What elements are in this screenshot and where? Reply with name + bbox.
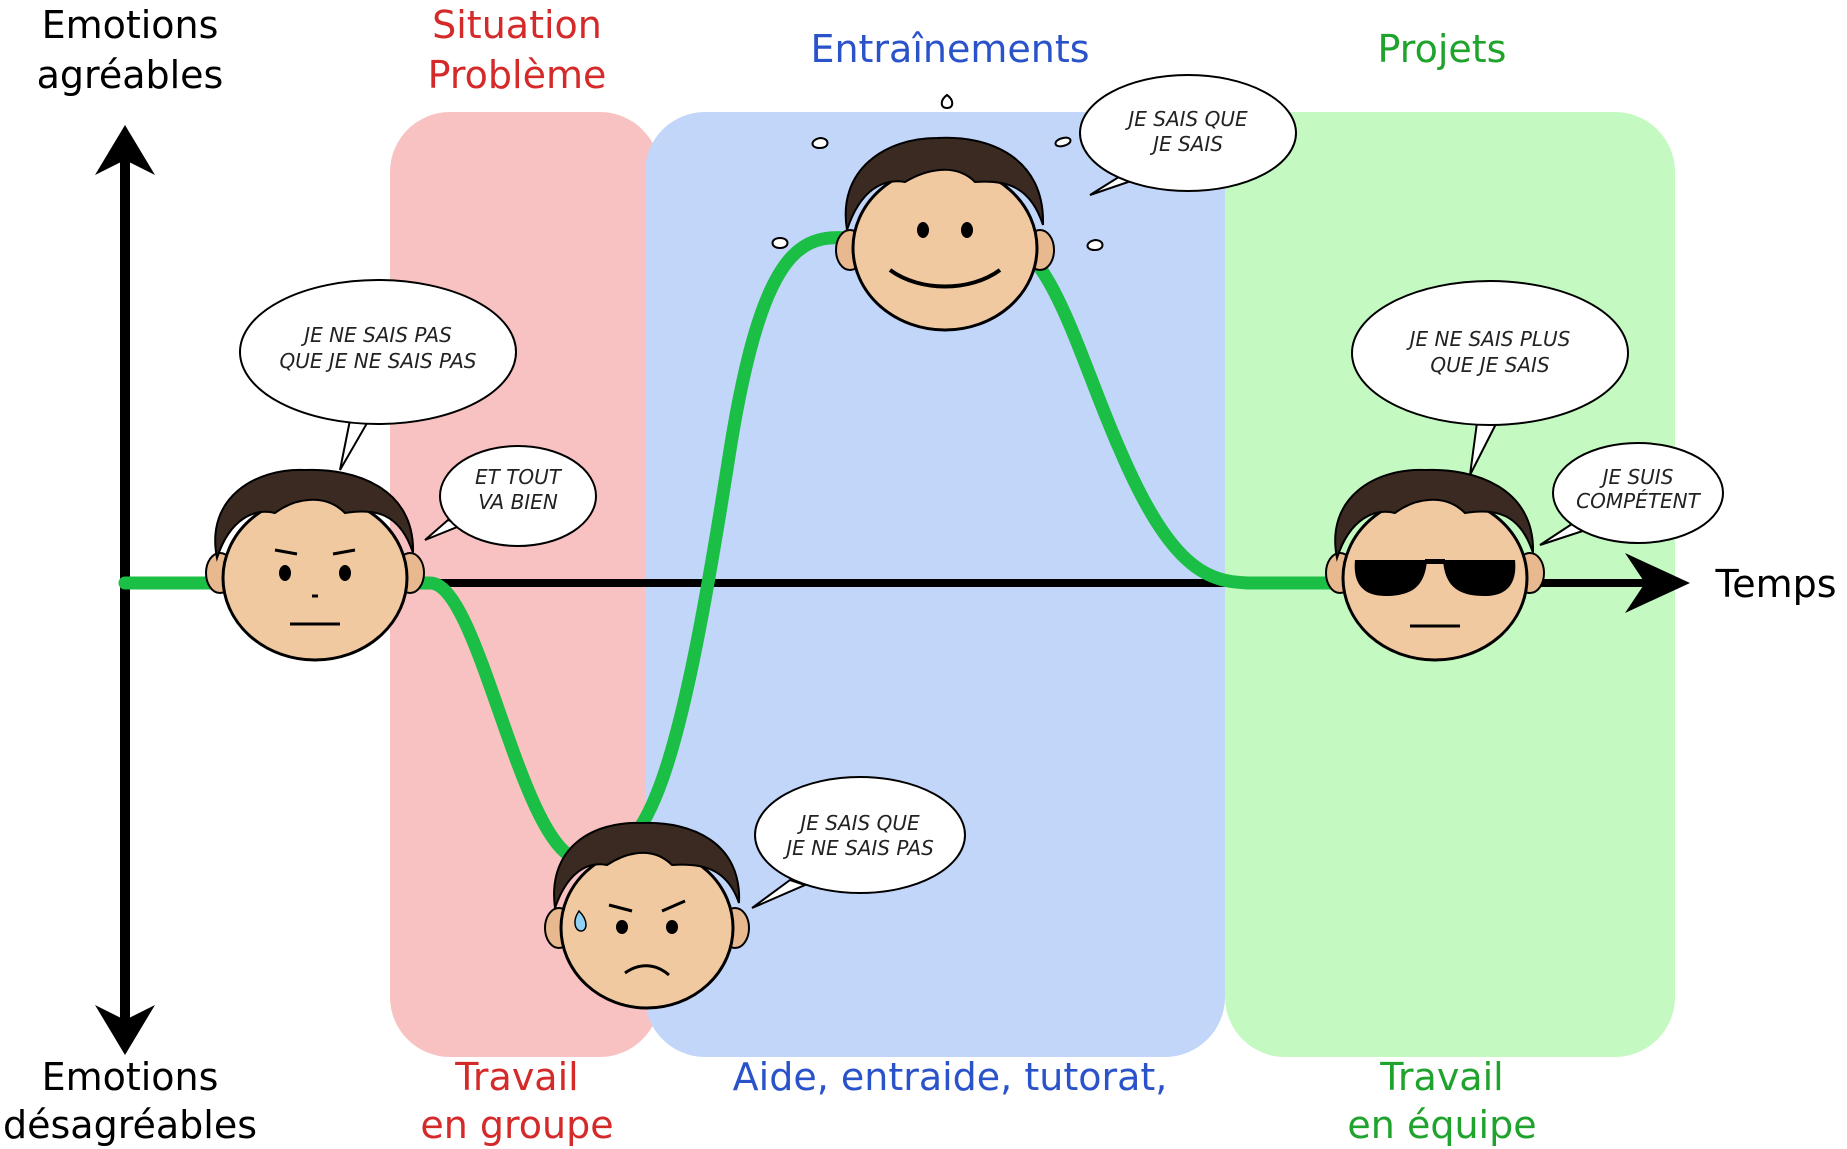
speech-bubble-3: JE SAIS QUE JE NE SAIS PAS [751, 776, 966, 909]
svg-text:QUE JE NE SAIS PAS: QUE JE NE SAIS PAS [280, 349, 477, 373]
svg-text:JE NE SAIS PAS: JE NE SAIS PAS [300, 323, 452, 347]
vertical-axis [95, 125, 155, 1055]
worried-face-icon [544, 821, 750, 1010]
phase-3-bottom-line1: Travail [1379, 1055, 1503, 1099]
phase-1-bottom-line1: Travail [454, 1055, 578, 1099]
emotion-curve [118, 231, 1397, 868]
phase-3-top-line1: Projets [1378, 27, 1507, 71]
phase-3-bottom-line2: en équipe [1347, 1103, 1536, 1147]
svg-text:COMPÉTENT: COMPÉTENT [1576, 489, 1701, 513]
svg-text:JE NE SAIS PLUS: JE NE SAIS PLUS [1406, 327, 1571, 351]
svg-text:VA BIEN: VA BIEN [478, 490, 558, 514]
speech-bubble-5: JE NE SAIS PLUS QUE JE SAIS [1351, 280, 1629, 476]
happy-face-icon [771, 93, 1104, 332]
x-axis-label: Temps [1714, 562, 1836, 606]
y-axis-bottom-label-line2: désagréables [3, 1103, 257, 1147]
svg-text:JE SAIS QUE: JE SAIS QUE [1124, 107, 1248, 131]
phase-1-top-line1: Situation [432, 3, 602, 47]
svg-text:ET TOUT: ET TOUT [475, 465, 563, 489]
speech-bubble-4: JE SAIS QUE JE SAIS [1079, 74, 1297, 196]
phase-2-bottom-line1: Aide, entraide, tutorat, [733, 1055, 1168, 1099]
cool-face-sunglasses-icon [1325, 468, 1545, 662]
speech-bubble-2: ET TOUT VA BIEN [424, 445, 597, 547]
svg-text:JE SUIS: JE SUIS [1599, 465, 1674, 489]
neutral-face-icon [205, 468, 425, 662]
y-axis-top-label-line2: agréables [37, 53, 224, 97]
phase-2-top-line1: Entraînements [810, 27, 1089, 71]
speech-bubble-1: JE NE SAIS PAS QUE JE NE SAIS PAS [239, 279, 517, 471]
phase-1-bottom-line2: en groupe [420, 1103, 613, 1147]
y-axis-bottom-label-line1: Emotions [42, 1055, 219, 1099]
phase-1-top-line2: Problème [428, 53, 607, 97]
speech-bubble-6: JE SUIS COMPÉTENT [1539, 442, 1724, 546]
svg-text:JE NE SAIS PAS: JE NE SAIS PAS [782, 836, 934, 860]
svg-text:JE SAIS: JE SAIS [1149, 132, 1223, 156]
svg-text:QUE JE SAIS: QUE JE SAIS [1430, 353, 1550, 377]
y-axis-top-label-line1: Emotions [42, 3, 219, 47]
svg-text:JE SAIS QUE: JE SAIS QUE [796, 811, 920, 835]
